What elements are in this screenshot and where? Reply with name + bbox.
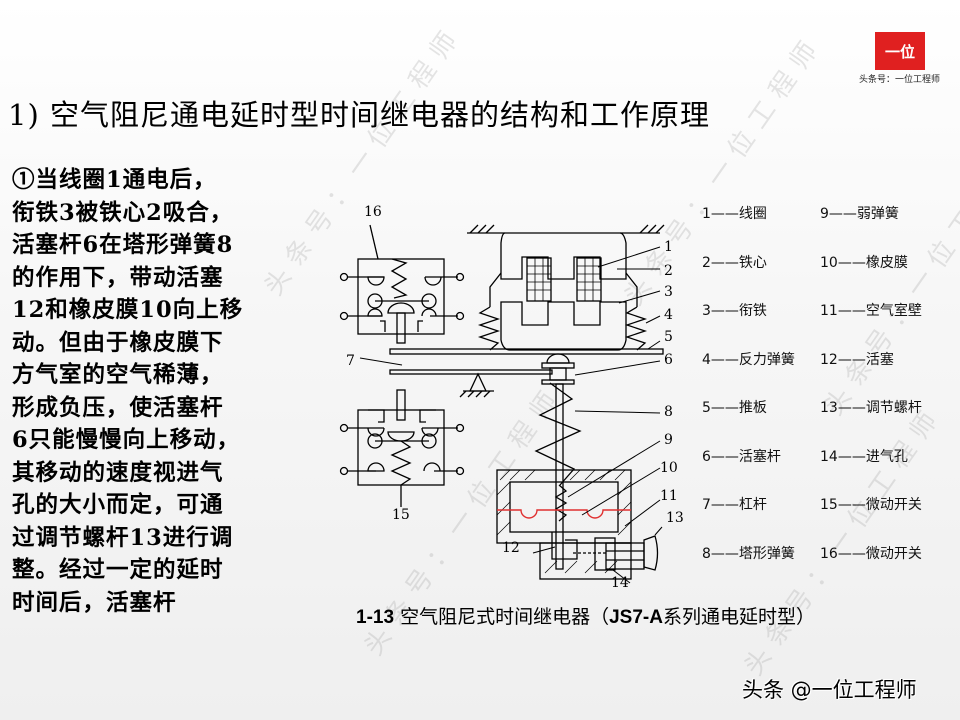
text-line: 活塞杆6在塔形弹簧8 <box>12 232 234 258</box>
diagram-label-16: 16 <box>364 204 382 220</box>
legend-row: 1——线圈 9——弱弹簧 <box>702 203 922 252</box>
legend-item: 9——弱弹簧 <box>820 206 899 222</box>
description-text: ①当线圈1通电后， 衔铁3被铁心2吸合， 活塞杆6在塔形弹簧8 的作用下，带动活… <box>12 164 287 619</box>
caption-text: 系列通电延时型） <box>662 606 815 628</box>
legend-item: 15——微动开关 <box>820 497 922 513</box>
legend-item: 8——塔形弹簧 <box>702 545 795 562</box>
relay-diagram: 1 2 3 4 5 6 7 8 9 10 11 12 13 14 15 16 <box>339 204 684 591</box>
legend-item: 10——橡皮膜 <box>820 254 908 271</box>
legend-item: 11——空气室壁 <box>820 303 922 319</box>
legend-row: 5——推板 13——调节螺杆 <box>702 397 922 446</box>
diagram-label-11: 11 <box>660 488 678 504</box>
legend-row: 8——塔形弹簧 16——微动开关 <box>702 543 922 592</box>
diagram-label-6: 6 <box>664 352 673 368</box>
brand-subtitle: 头条号：一位工程师 <box>858 75 940 85</box>
figure-caption: 1-13 空气阻尼式时间继电器（JS7-A系列通电延时型） <box>356 602 815 629</box>
diagram-label-7: 7 <box>346 353 355 369</box>
text-line: 的作用下，带动活塞 <box>12 264 224 291</box>
legend-item: 14——进气孔 <box>820 448 908 465</box>
page-title: 1) 空气阻尼通电延时型时间继电器的结构和工作原理 <box>8 98 710 132</box>
text-line: 过调节螺杆13进行调 <box>12 524 234 551</box>
parts-legend: 1——线圈 9——弱弹簧 2——铁心 10——橡皮膜 3——衔铁 11——空气室… <box>702 203 922 591</box>
diagram-label-5: 5 <box>664 329 673 345</box>
diagram-label-15: 15 <box>392 507 410 523</box>
diagram-label-3: 3 <box>664 284 673 300</box>
diagram-label-14: 14 <box>611 575 629 591</box>
diagram-label-4: 4 <box>664 307 673 323</box>
legend-item: 6——活塞杆 <box>702 448 781 465</box>
brand-logo: 一位 <box>875 32 925 70</box>
text-line: 整。经过一定的延时 <box>12 557 224 583</box>
text-line: 动。但由于橡皮膜下 <box>12 329 224 356</box>
text-line: 12和橡皮膜10向上移 <box>12 297 244 323</box>
legend-item: 5——推板 <box>702 400 767 416</box>
text-line: 6只能慢慢向上移动， <box>12 427 241 453</box>
legend-item: 7——杠杆 <box>702 497 767 513</box>
diagram-label-9: 9 <box>664 432 673 448</box>
text-line: 衔铁3被铁心2吸合， <box>12 199 234 226</box>
legend-item: 1——线圈 <box>702 206 767 222</box>
legend-row: 4——反力弹簧 12——活塞 <box>702 349 922 398</box>
diagram-label-2: 2 <box>664 263 673 279</box>
diagram-label-10: 10 <box>660 460 678 476</box>
diagram-label-8: 8 <box>664 404 673 420</box>
model-number: JS7-A <box>609 607 663 628</box>
diagram-label-1: 1 <box>664 239 673 255</box>
text-line: 其移动的速度视进气 <box>12 459 224 486</box>
figure-number: 1-13 <box>356 607 395 628</box>
text-line: 形成负压，使活塞杆 <box>12 394 224 421</box>
legend-row: 7——杠杆 15——微动开关 <box>702 494 922 543</box>
text-line: 方气室的空气稀薄， <box>12 362 224 388</box>
text-line: 孔的大小而定，可通 <box>12 492 224 518</box>
legend-row: 2——铁心 10——橡皮膜 <box>702 252 922 301</box>
diagram-label-12: 12 <box>502 540 520 556</box>
legend-row: 6——活塞杆 14——进气孔 <box>702 446 922 495</box>
legend-item: 2——铁心 <box>702 254 767 271</box>
text-line: ①当线圈1通电后， <box>12 167 217 193</box>
legend-item: 12——活塞 <box>820 351 894 368</box>
legend-item: 16——微动开关 <box>820 545 922 562</box>
caption-text: 空气阻尼式时间继电器（ <box>394 606 610 628</box>
legend-item: 4——反力弹簧 <box>702 351 795 368</box>
legend-row: 3——衔铁 11——空气室壁 <box>702 300 922 349</box>
diagram-label-13: 13 <box>666 510 684 526</box>
author-credit: 头条 @一位工程师 <box>742 678 917 702</box>
legend-item: 13——调节螺杆 <box>820 400 922 416</box>
text-line: 时间后，活塞杆 <box>12 589 177 616</box>
legend-item: 3——衔铁 <box>702 303 767 319</box>
